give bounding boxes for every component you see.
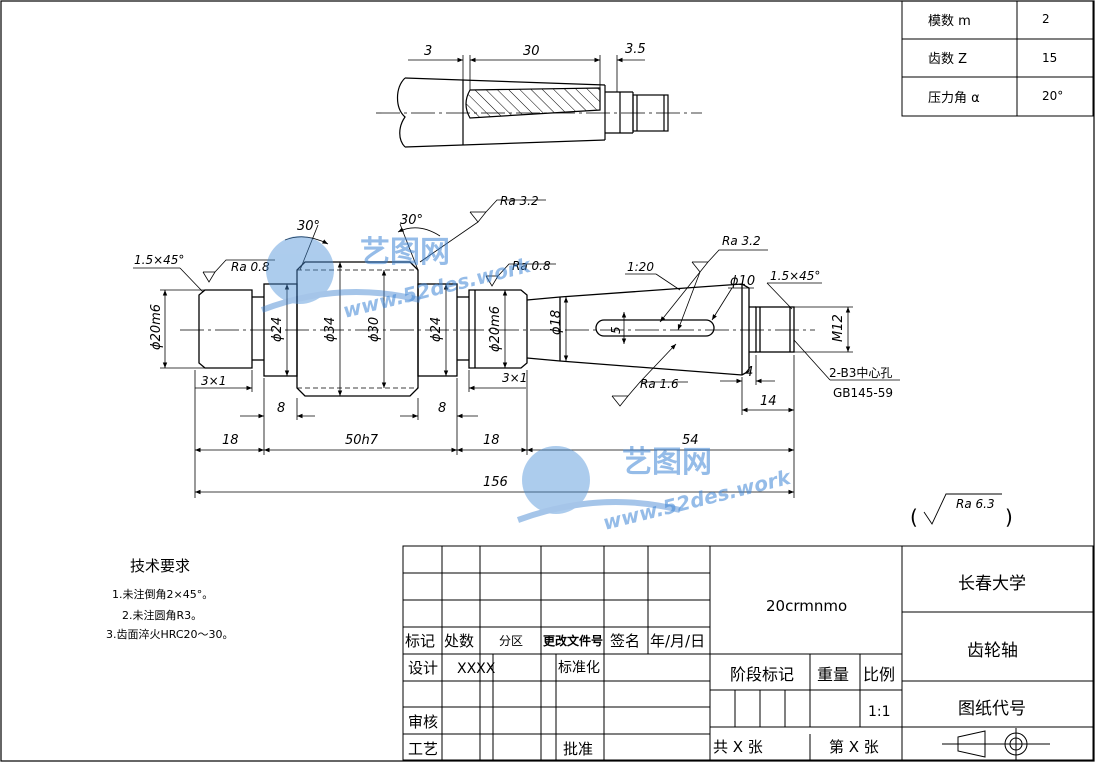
title-scale: 1:1 [868, 704, 891, 720]
dim-50h7: 50h7 [345, 433, 379, 448]
dia-24-right: ϕ24 [429, 317, 444, 342]
watermark-logo-icon [260, 236, 681, 523]
dim-8-right: 8 [438, 401, 446, 416]
title-material: 20crmnmo [766, 597, 847, 615]
teeth-label: 齿数 Z [928, 52, 967, 67]
title-process: 工艺 [408, 740, 438, 758]
title-drawing-code: 图纸代号 [958, 699, 1026, 719]
dim-14: 14 [760, 394, 777, 409]
pressure-angle-label: 压力角 α [928, 91, 980, 106]
title-date: 年/月/日 [650, 632, 705, 650]
keyway-detail-view [396, 77, 669, 148]
title-doc: 更改文件号 [543, 633, 603, 648]
roughness-symbol [923, 493, 1002, 525]
title-scale-label: 比例 [863, 665, 895, 684]
groove-right-label: 3×1 [502, 371, 527, 385]
chamfer-right-label: 1.5×45° [770, 269, 820, 283]
gear-hidden-lines [297, 269, 418, 389]
module-label: 模数 m [928, 14, 971, 29]
title-review: 审核 [408, 713, 438, 731]
title-approve: 批准 [563, 740, 593, 758]
title-zone: 分区 [499, 634, 523, 648]
chamfer-left-label: 1.5×45° [134, 253, 184, 267]
general-roughness-open-paren: ( [910, 505, 918, 529]
ra-0-8-left: Ra 0.8 [231, 260, 270, 274]
dia-24-left: ϕ24 [270, 317, 285, 342]
dim-54: 54 [682, 433, 699, 448]
title-part-name: 齿轮轴 [967, 641, 1018, 661]
title-designer: XXXX [457, 661, 496, 677]
pressure-angle-value: 20° [1042, 89, 1063, 103]
title-sheet-no: 第 X 张 [829, 738, 879, 756]
projection-symbol-icon [942, 728, 1050, 760]
teeth-value: 15 [1042, 51, 1057, 65]
title-total-sheets: 共 X 张 [713, 738, 763, 756]
angle-30-right: 30° [400, 213, 423, 228]
dia-34: ϕ34 [323, 317, 338, 342]
dim-30: 30 [523, 44, 540, 59]
ra-3-2-key: Ra 3.2 [722, 234, 761, 248]
dim-18-right: 18 [483, 433, 500, 448]
tech-requirement-1: 1.未注倒角2×45°。 [112, 587, 213, 601]
watermark-brand-1: 艺图网 [360, 235, 450, 270]
title-block-grid [402, 545, 1094, 761]
detail-dimensions [408, 55, 645, 92]
ra-0-8-right: Ra 0.8 [512, 259, 551, 273]
center-hole-standard: GB145-59 [833, 386, 893, 400]
title-school: 长春大学 [958, 574, 1026, 594]
dia-10: ϕ10 [730, 274, 755, 289]
tech-requirement-3: 3.齿面淬火HRC20～30。 [106, 627, 234, 641]
dim-156: 156 [483, 475, 508, 490]
title-standard: 标准化 [558, 660, 600, 676]
annotation-leaders [133, 199, 900, 407]
dia-30: ϕ30 [367, 317, 382, 342]
key-width-5: 5 [609, 326, 623, 334]
dia-18: ϕ18 [549, 310, 564, 335]
angle-30-left: 30° [297, 219, 320, 234]
dim-4: 4 [745, 365, 753, 380]
groove-left-label: 3×1 [201, 374, 226, 388]
title-count: 处数 [444, 632, 474, 650]
dia-20m6-right: ϕ20m6 [488, 306, 503, 352]
title-mark: 标记 [405, 632, 435, 650]
dim-18-left: 18 [222, 433, 239, 448]
title-design: 设计 [408, 659, 438, 677]
dim-3-5: 3.5 [625, 42, 646, 57]
taper-ratio: 1:20 [627, 260, 654, 274]
tech-requirements-title: 技术要求 [130, 557, 190, 575]
tech-requirement-2: 2.未注圆角R3。 [122, 608, 202, 622]
module-value: 2 [1042, 12, 1050, 26]
thread-m12: M12 [831, 314, 846, 342]
dim-8-left: 8 [277, 401, 285, 416]
general-roughness-close-paren: ) [1005, 505, 1013, 529]
title-sign: 签名 [610, 632, 640, 650]
title-stage: 阶段标记 [730, 665, 794, 684]
diameter-dimensions [160, 262, 853, 396]
general-roughness-value: Ra 6.3 [956, 497, 995, 511]
watermark-brand-2: 艺图网 [622, 445, 712, 480]
length-dimensions [194, 355, 795, 498]
dia-20m6-left: ϕ20m6 [149, 304, 164, 350]
gear-parameter-table [901, 0, 1094, 117]
dim-3: 3 [424, 44, 432, 59]
ra-1-6: Ra 1.6 [640, 377, 679, 391]
title-weight: 重量 [817, 665, 849, 684]
center-hole-label: 2-B3中心孔 [829, 365, 892, 380]
ra-3-2-top: Ra 3.2 [500, 194, 539, 208]
